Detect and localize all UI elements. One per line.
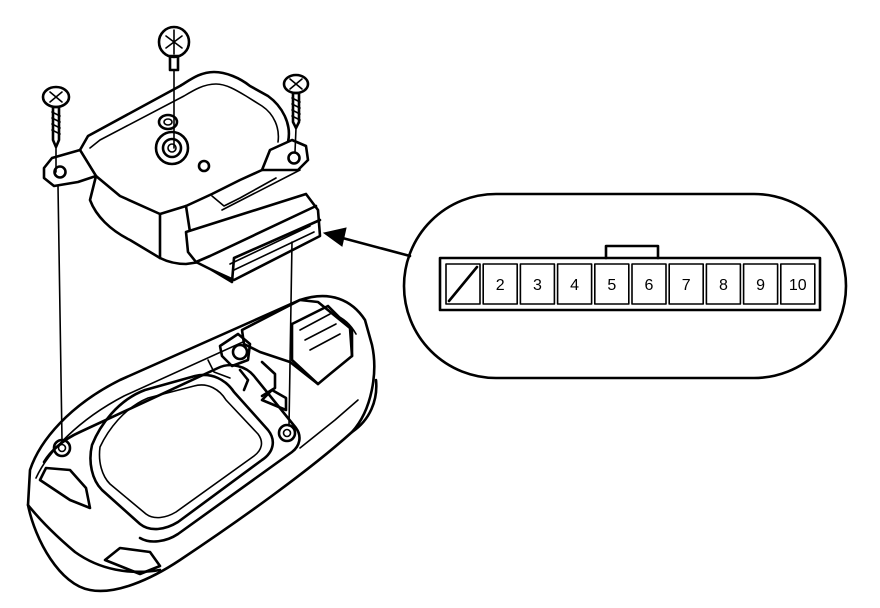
mounting-base bbox=[26, 294, 378, 593]
base-connector-socket bbox=[207, 298, 354, 412]
terminal-cell bbox=[482, 263, 519, 305]
phillips-screw-icon bbox=[282, 73, 310, 427]
terminal-number: 9 bbox=[756, 277, 765, 294]
terminal-cell bbox=[705, 263, 742, 305]
terminal-cell bbox=[519, 263, 556, 305]
terminal-cell bbox=[668, 263, 705, 305]
terminal-number: 7 bbox=[682, 277, 691, 294]
terminal-number: 2 bbox=[496, 277, 505, 294]
control-unit bbox=[42, 70, 322, 284]
terminal-number: 10 bbox=[789, 277, 807, 294]
terminal-number: 3 bbox=[533, 277, 542, 294]
connector-callout: 2 3 4 5 6 7 8 9 10 bbox=[402, 192, 848, 380]
hex-bolt-icon bbox=[157, 25, 191, 149]
terminal-number: 8 bbox=[719, 277, 728, 294]
terminal-number: 4 bbox=[570, 277, 579, 294]
terminal-cell bbox=[742, 263, 779, 305]
terminal-cell bbox=[556, 263, 593, 305]
arrow-icon bbox=[322, 227, 412, 258]
terminal-number: 6 bbox=[645, 277, 654, 294]
terminal-number: 5 bbox=[607, 277, 616, 294]
terminal-cell bbox=[593, 263, 630, 305]
unused-terminal-mark bbox=[447, 265, 479, 303]
fasteners bbox=[41, 25, 310, 441]
terminal-cell bbox=[631, 263, 667, 305]
phillips-screw-icon bbox=[41, 85, 71, 441]
terminal-cell bbox=[445, 263, 481, 305]
terminal-cell bbox=[779, 263, 816, 305]
